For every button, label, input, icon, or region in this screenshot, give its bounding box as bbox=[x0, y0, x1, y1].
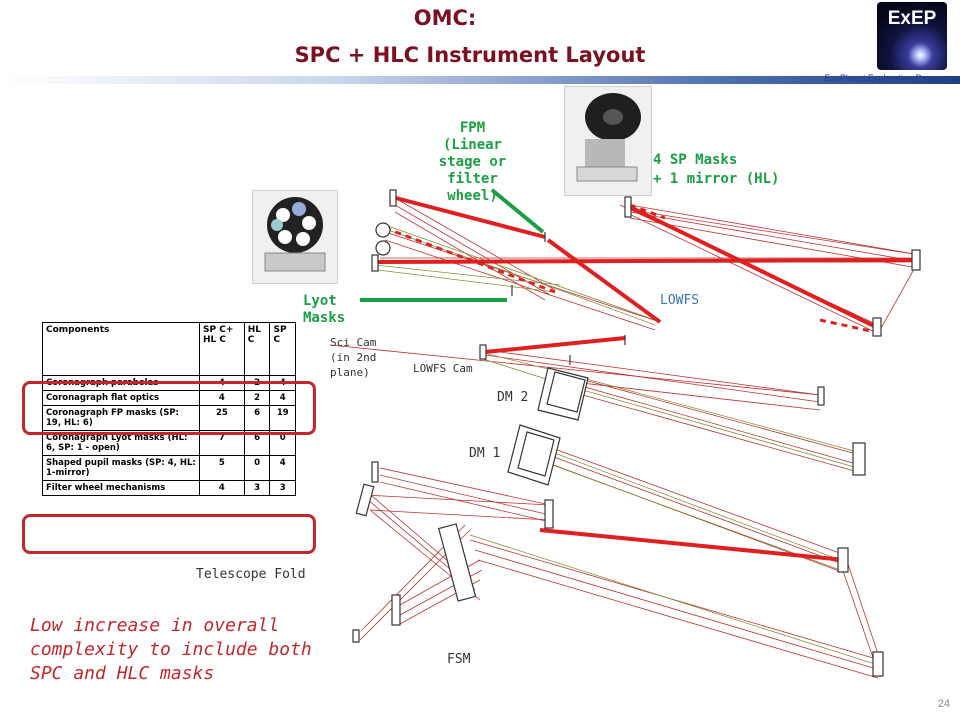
cell-value: 3 bbox=[269, 480, 296, 496]
lyot-filter-wheel-image bbox=[264, 197, 326, 272]
cell-value: 5 bbox=[199, 455, 245, 481]
stage-markers bbox=[511, 232, 626, 365]
components-table: Components SP C+ HL C HL C SP C Coronagr… bbox=[42, 322, 296, 496]
row-label: Shaped pupil masks (SP: 4, HL: 1-mirror) bbox=[42, 455, 200, 481]
dm1-box bbox=[507, 424, 561, 486]
header-spc-hlc: SP C+ HL C bbox=[199, 322, 245, 376]
logo-text: ExEP bbox=[887, 8, 937, 29]
summary-note: Low increase in overall complexity to in… bbox=[30, 615, 312, 684]
dashed-beam bbox=[384, 203, 876, 334]
cell-value: 3 bbox=[243, 480, 271, 496]
program-name: ExoPlanet Exploration Program bbox=[824, 73, 950, 83]
dm2-box bbox=[537, 367, 589, 421]
sci-cam-label: Sci Cam (in 2nd plane) bbox=[330, 336, 377, 379]
cell-value: 4 bbox=[269, 455, 296, 481]
cell-value: 4 bbox=[199, 480, 245, 496]
main-beam-path bbox=[374, 195, 921, 562]
pointer-lines bbox=[360, 188, 545, 302]
cell-value: 4 bbox=[199, 390, 245, 406]
lyot-filter-wheel-photo bbox=[252, 190, 338, 284]
table-row: Coronagraph flat optics 4 2 4 bbox=[42, 390, 296, 406]
telescope-fold-label: Telescope Fold bbox=[196, 567, 306, 582]
cell-value: 0 bbox=[243, 455, 271, 481]
dm1-label: DM 1 bbox=[469, 446, 501, 461]
header-spc: SP C bbox=[269, 322, 296, 376]
slide-title-line2: SPC + HLC Instrument Layout bbox=[294, 43, 646, 67]
highlight-box-filter-wheels bbox=[22, 514, 316, 554]
cell-value: 25 bbox=[199, 405, 245, 431]
optical-elements bbox=[352, 189, 921, 677]
header-components: Components bbox=[42, 322, 200, 376]
lowfs-label: LOWFS bbox=[660, 293, 700, 308]
header-hlc: HL C bbox=[243, 322, 271, 376]
highlight-box-optics bbox=[22, 381, 316, 435]
row-label: Filter wheel mechanisms bbox=[42, 480, 200, 496]
exep-logo: ExEP bbox=[877, 2, 947, 70]
slide-title-line1: OMC: bbox=[413, 6, 477, 30]
table-header-row: Components SP C+ HL C HL C SP C bbox=[42, 322, 296, 376]
sp-mask-wheel-image bbox=[576, 93, 641, 182]
fsm-label: FSM bbox=[447, 652, 471, 667]
lowfs-cam-label: LOWFS Cam bbox=[413, 362, 473, 375]
fpm-label: FPM (Linear stage or filter wheel) bbox=[438, 120, 507, 204]
beam-bundles bbox=[329, 197, 921, 679]
table-row: Filter wheel mechanisms 4 3 3 bbox=[42, 480, 296, 496]
lyot-masks-label: Lyot Masks bbox=[303, 293, 346, 326]
dm2-label: DM 2 bbox=[497, 390, 529, 405]
table-row: Shaped pupil masks (SP: 4, HL: 1-mirror)… bbox=[42, 455, 296, 481]
table-row: Coronagraph FP masks (SP: 19, HL: 6) 25 … bbox=[42, 405, 296, 431]
sp-masks-label: 4 SP Masks + 1 mirror (HL) bbox=[653, 152, 780, 187]
header-gradient-bar bbox=[0, 76, 960, 84]
sp-mask-wheel-photo bbox=[564, 86, 652, 196]
page-number: 24 bbox=[937, 698, 950, 710]
